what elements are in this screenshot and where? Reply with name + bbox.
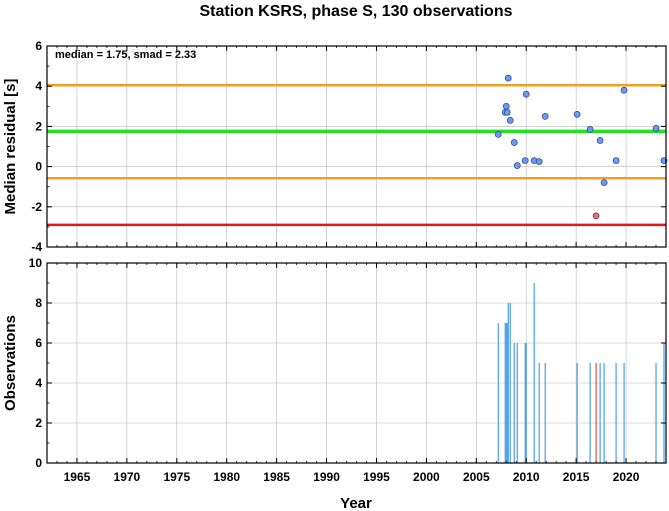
residual-point: [535, 158, 543, 165]
residual-point: [510, 139, 518, 146]
residual-point: [586, 126, 594, 133]
y-tick-label: 2: [35, 119, 42, 133]
y-tick-label: 6: [35, 39, 42, 53]
residual-panel: -4 -2 0 2 4 6 median = 1.75, smad = 2.33 Medi…: [2, 39, 668, 254]
residual-point: [502, 102, 510, 110]
residual-point: [596, 137, 604, 144]
x-tick-label: 1965: [64, 470, 91, 484]
y-tick-label: 4: [35, 376, 42, 390]
residual-point: [504, 74, 512, 82]
residual-point: [600, 179, 608, 187]
residual-frame: [46, 45, 667, 248]
residual-point: [612, 157, 620, 164]
x-tick-label: 1995: [363, 470, 390, 484]
observations-panel: 0 2 4 6 8 10 1965 1970 1975 1980 1985 1990 1995 2000…: [2, 256, 667, 484]
residual-y-axis-label: Median residual [s]: [2, 79, 19, 215]
x-tick-label: 1985: [263, 470, 290, 484]
x-tick-label: 1990: [313, 470, 340, 484]
stats-annotation: median = 1.75, smad = 2.33: [55, 49, 196, 61]
x-tick-label: 2005: [463, 470, 490, 484]
residual-point: [513, 162, 521, 169]
y-tick-label: 8: [35, 296, 42, 310]
x-tick-label: 2015: [563, 470, 590, 484]
observations-y-axis-label: Observations: [2, 315, 19, 411]
residual-point: [620, 86, 628, 94]
reference-lines: [47, 83, 666, 227]
y-tick-label: -2: [31, 200, 42, 214]
x-tick-label: 1980: [213, 470, 240, 484]
residual-points: [494, 74, 668, 220]
observations-y-ticks: 0 2 4 6 8 10: [29, 256, 666, 470]
residual-point: [521, 157, 529, 164]
y-tick-label: -4: [31, 240, 42, 254]
residual-point: [506, 117, 514, 124]
residual-point: [573, 110, 581, 118]
residual-point: [503, 108, 511, 116]
observations-frame: [46, 262, 667, 464]
residual-point: [592, 212, 600, 220]
residual-grid: [47, 45, 666, 248]
x-axis-label: Year: [340, 495, 372, 511]
y-tick-label: 0: [35, 456, 42, 470]
residual-y-ticks: -4 -2 0 2 4 6: [31, 39, 666, 254]
residual-point: [652, 125, 660, 132]
y-tick-label: 0: [35, 160, 42, 174]
x-tick-label: 1975: [163, 470, 190, 484]
y-tick-label: 4: [35, 79, 42, 93]
chart-title: Station KSRS, phase S, 130 observations: [200, 3, 513, 20]
residual-point: [522, 90, 530, 98]
residual-point: [541, 112, 549, 120]
observations-grid: [47, 262, 666, 464]
x-tick-label: 2010: [513, 470, 540, 484]
y-tick-label: 2: [35, 416, 42, 430]
observations-x-ticks: 1965 1970 1975 1980 1985 1990 1995 2000 2005 2010…: [46, 263, 667, 484]
x-tick-label: 2020: [613, 470, 640, 484]
residual-point: [494, 131, 502, 138]
y-tick-label: 6: [35, 336, 42, 350]
y-tick-label: 10: [29, 256, 43, 270]
x-tick-label: 1970: [114, 470, 141, 484]
residual-x-ticks: [46, 46, 667, 247]
x-tick-label: 2000: [413, 470, 440, 484]
observation-bars: [497, 283, 665, 463]
